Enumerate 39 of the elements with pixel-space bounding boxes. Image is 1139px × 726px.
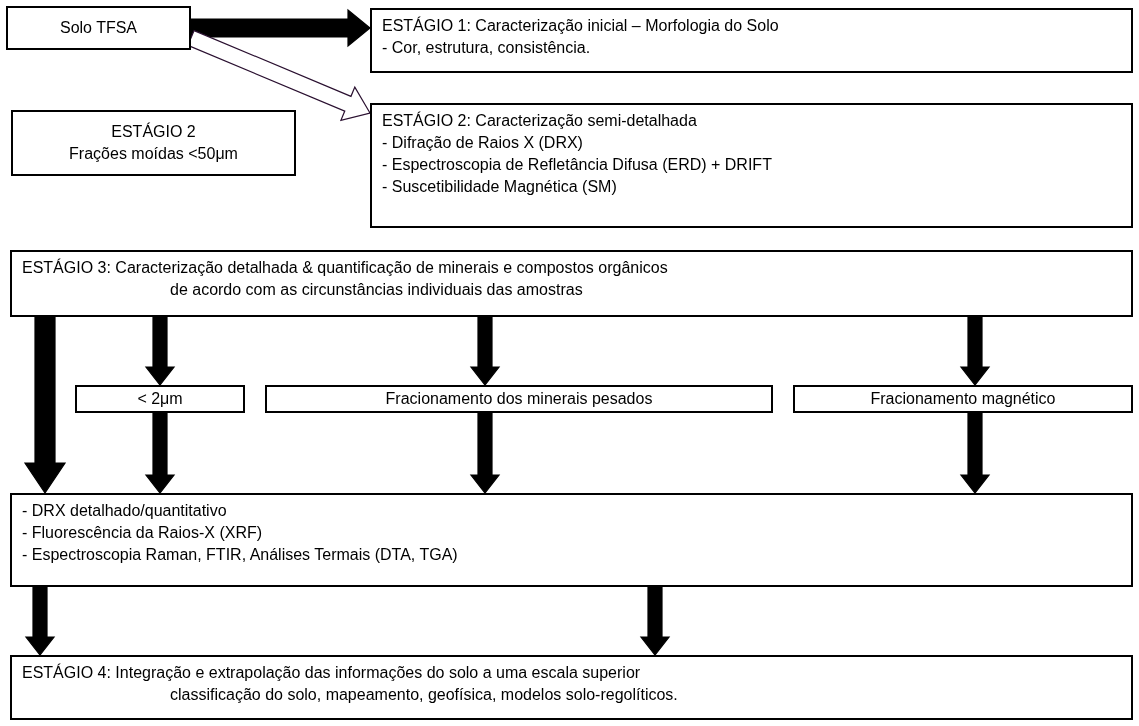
box-text: Solo TFSA xyxy=(58,18,139,38)
box-text: - Cor, estrutura, consistência. xyxy=(382,38,592,58)
block-arrow xyxy=(24,586,56,656)
block-arrow xyxy=(23,316,67,495)
box-text: < 2μm xyxy=(136,389,184,409)
block-arrow xyxy=(144,316,176,386)
process-box xyxy=(10,493,1133,587)
box-text: - Espectroscopia Raman, FTIR, Análises Termais (DTA, TGA) xyxy=(22,545,459,565)
process-box xyxy=(370,8,1133,73)
process-box xyxy=(370,103,1133,228)
box-text: Fracionamento magnético xyxy=(869,389,1057,409)
process-box xyxy=(10,250,1133,317)
block-arrow xyxy=(639,586,671,656)
process-box xyxy=(265,385,773,413)
box-text: - Fluorescência da Raios-X (XRF) xyxy=(22,523,264,543)
process-box xyxy=(793,385,1133,413)
process-box xyxy=(11,110,296,176)
block-arrow xyxy=(190,8,371,48)
process-box xyxy=(75,385,245,413)
block-arrow xyxy=(469,316,501,386)
process-box xyxy=(6,6,191,50)
box-text: - Espectroscopia de Refletância Difusa (ERD) + DRIFT xyxy=(382,155,773,175)
block-arrow xyxy=(469,412,501,494)
box-heading: ESTÁGIO 4: Integração e extrapolação das informações do solo a uma escala superior xyxy=(22,662,642,683)
block-arrow xyxy=(144,412,176,494)
box-text: Fracionamento dos minerais pesados xyxy=(384,389,654,409)
box-heading: ESTÁGIO 1: Caracterização inicial – Morfologia do Solo xyxy=(382,15,780,36)
box-text: classificação do solo, mapeamento, geofísica, modelos solo-regolíticos. xyxy=(170,685,679,705)
box-text: - Difração de Raios X (DRX) xyxy=(382,133,584,153)
block-arrow xyxy=(959,316,991,386)
box-text: Frações moídas <50μm xyxy=(68,144,239,164)
box-heading: - DRX detalhado/quantitativo xyxy=(22,501,228,521)
box-text: de acordo com as circunstâncias individuais das amostras xyxy=(170,280,584,300)
box-heading: ESTÁGIO 2: Caracterização semi-detalhada xyxy=(382,110,698,131)
box-heading: ESTÁGIO 2 xyxy=(110,121,197,142)
box-text: - Suscetibilidade Magnética (SM) xyxy=(382,177,618,197)
process-box xyxy=(10,655,1133,720)
box-heading: ESTÁGIO 3: Caracterização detalhada & quantificação de minerais e compostos orgânicos xyxy=(22,257,669,278)
block-arrow xyxy=(959,412,991,494)
